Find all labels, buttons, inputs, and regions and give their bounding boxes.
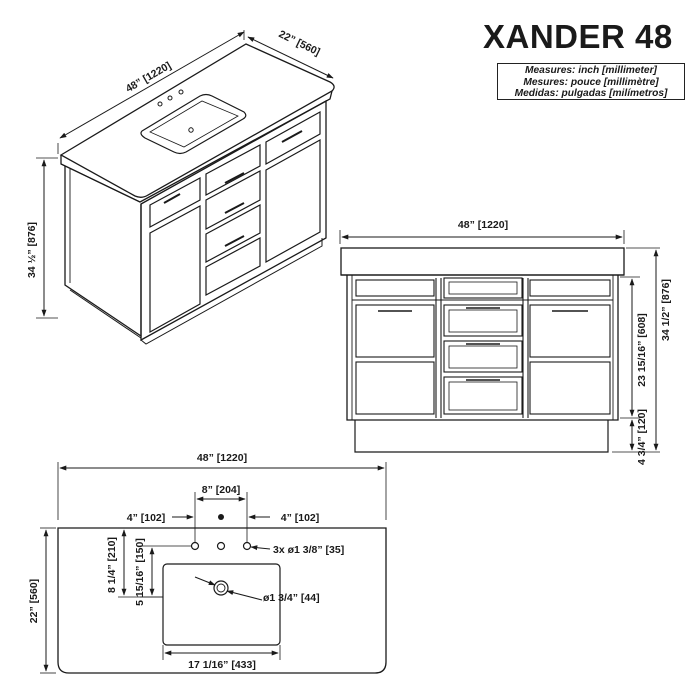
top-depth-label: 22” [560] (28, 579, 40, 623)
units-english: Measures: inch [millimeter] (525, 65, 657, 76)
top-faucet-spread-label: 8” [204] (202, 484, 241, 496)
units-french: Mesures: pouce [millimètre] (523, 76, 659, 88)
top-holes-label: 3x ø1 3/8” [35] (273, 544, 344, 556)
top-width-label: 48” [1220] (197, 452, 247, 464)
top-view: 48” [1220] 8” [204] 4” [102] 4” [102] 3x… (28, 452, 387, 674)
front-view: 48” [1220] (339, 219, 672, 465)
front-total-height-label: 34 1/2” [876] (660, 279, 672, 341)
units-spanish: Medidas: pulgadas [milímetros] (514, 88, 668, 99)
front-cabinet-height-label: 23 15/16” [608] (636, 313, 648, 387)
top-basin-width-label: 17 1/16” [433] (188, 659, 256, 671)
front-width-label: 48” [1220] (458, 219, 508, 231)
product-title: XANDER 48 (483, 18, 673, 55)
iso-height-label: 34 ½” [876] (26, 222, 38, 278)
top-left-offset-label: 4” [102] (127, 512, 166, 524)
front-toe-kick-label: 4 3/4” [120] (636, 409, 648, 465)
top-right-offset-label: 4” [102] (281, 512, 320, 524)
isometric-view: 48” [1220] 22” [560] 34 ½” [876] (26, 28, 335, 345)
units-legend: Measures: inch [millimeter] Mesures: pou… (497, 63, 685, 100)
top-basin-drain-label: 5 15/16” [150] (134, 538, 146, 606)
top-drain-label: ø1 3/4” [44] (263, 592, 320, 604)
top-basin-holes-label: 8 1/4” [210] (106, 537, 118, 593)
